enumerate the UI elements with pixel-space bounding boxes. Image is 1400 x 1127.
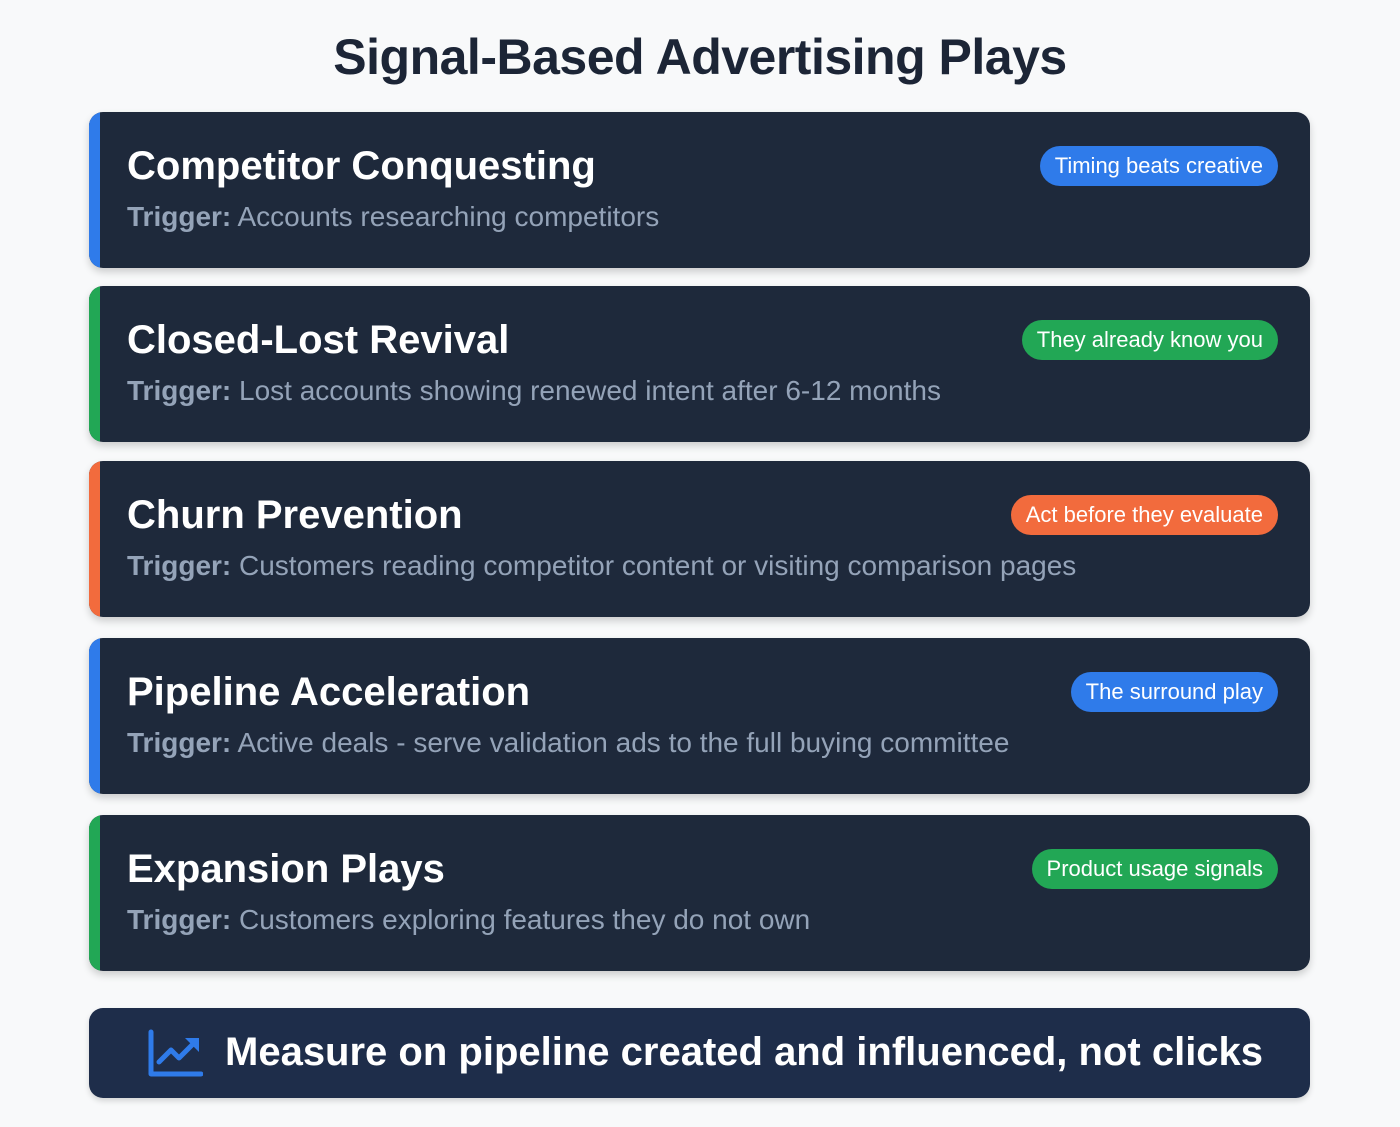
- accent-bar: [89, 286, 100, 442]
- play-badge: Product usage signals: [1031, 849, 1278, 889]
- trending-up-chart-icon: [148, 1029, 203, 1077]
- play-title: Churn Prevention: [127, 493, 463, 537]
- play-trigger: Trigger: Customers exploring features th…: [127, 904, 811, 935]
- play-card-expansion-plays: Expansion Plays Trigger: Customers explo…: [89, 815, 1310, 971]
- play-trigger: Trigger: Accounts researching competitor…: [127, 201, 660, 232]
- play-title: Pipeline Acceleration: [127, 670, 531, 714]
- accent-bar: [89, 461, 100, 617]
- play-badge: Timing beats creative: [1039, 146, 1278, 186]
- play-title: Expansion Plays: [127, 847, 445, 891]
- play-card-closed-lost-revival: Closed-Lost Revival Trigger: Lost accoun…: [89, 286, 1310, 442]
- play-badge: Act before they evaluate: [1010, 495, 1278, 535]
- accent-bar: [89, 112, 100, 268]
- play-title: Closed-Lost Revival: [127, 318, 510, 362]
- play-card-competitor-conquesting: Competitor Conquesting Trigger: Accounts…: [89, 112, 1310, 268]
- play-trigger: Trigger: Lost accounts showing renewed i…: [127, 375, 941, 406]
- play-trigger: Trigger: Customers reading competitor co…: [127, 550, 1077, 581]
- footer-text: Measure on pipeline created and influenc…: [225, 1030, 1264, 1074]
- play-trigger: Trigger: Active deals - serve validation…: [127, 727, 1010, 758]
- accent-bar: [89, 638, 100, 794]
- footer-banner: Measure on pipeline created and influenc…: [89, 1008, 1310, 1098]
- page-title: Signal-Based Advertising Plays: [333, 29, 1067, 85]
- play-card-churn-prevention: Churn Prevention Trigger: Customers read…: [89, 461, 1310, 617]
- play-title: Competitor Conquesting: [127, 144, 596, 188]
- accent-bar: [89, 815, 100, 971]
- play-badge: The surround play: [1070, 672, 1278, 712]
- play-badge: They already know you: [1021, 320, 1278, 360]
- play-card-pipeline-acceleration: Pipeline Acceleration Trigger: Active de…: [89, 638, 1310, 794]
